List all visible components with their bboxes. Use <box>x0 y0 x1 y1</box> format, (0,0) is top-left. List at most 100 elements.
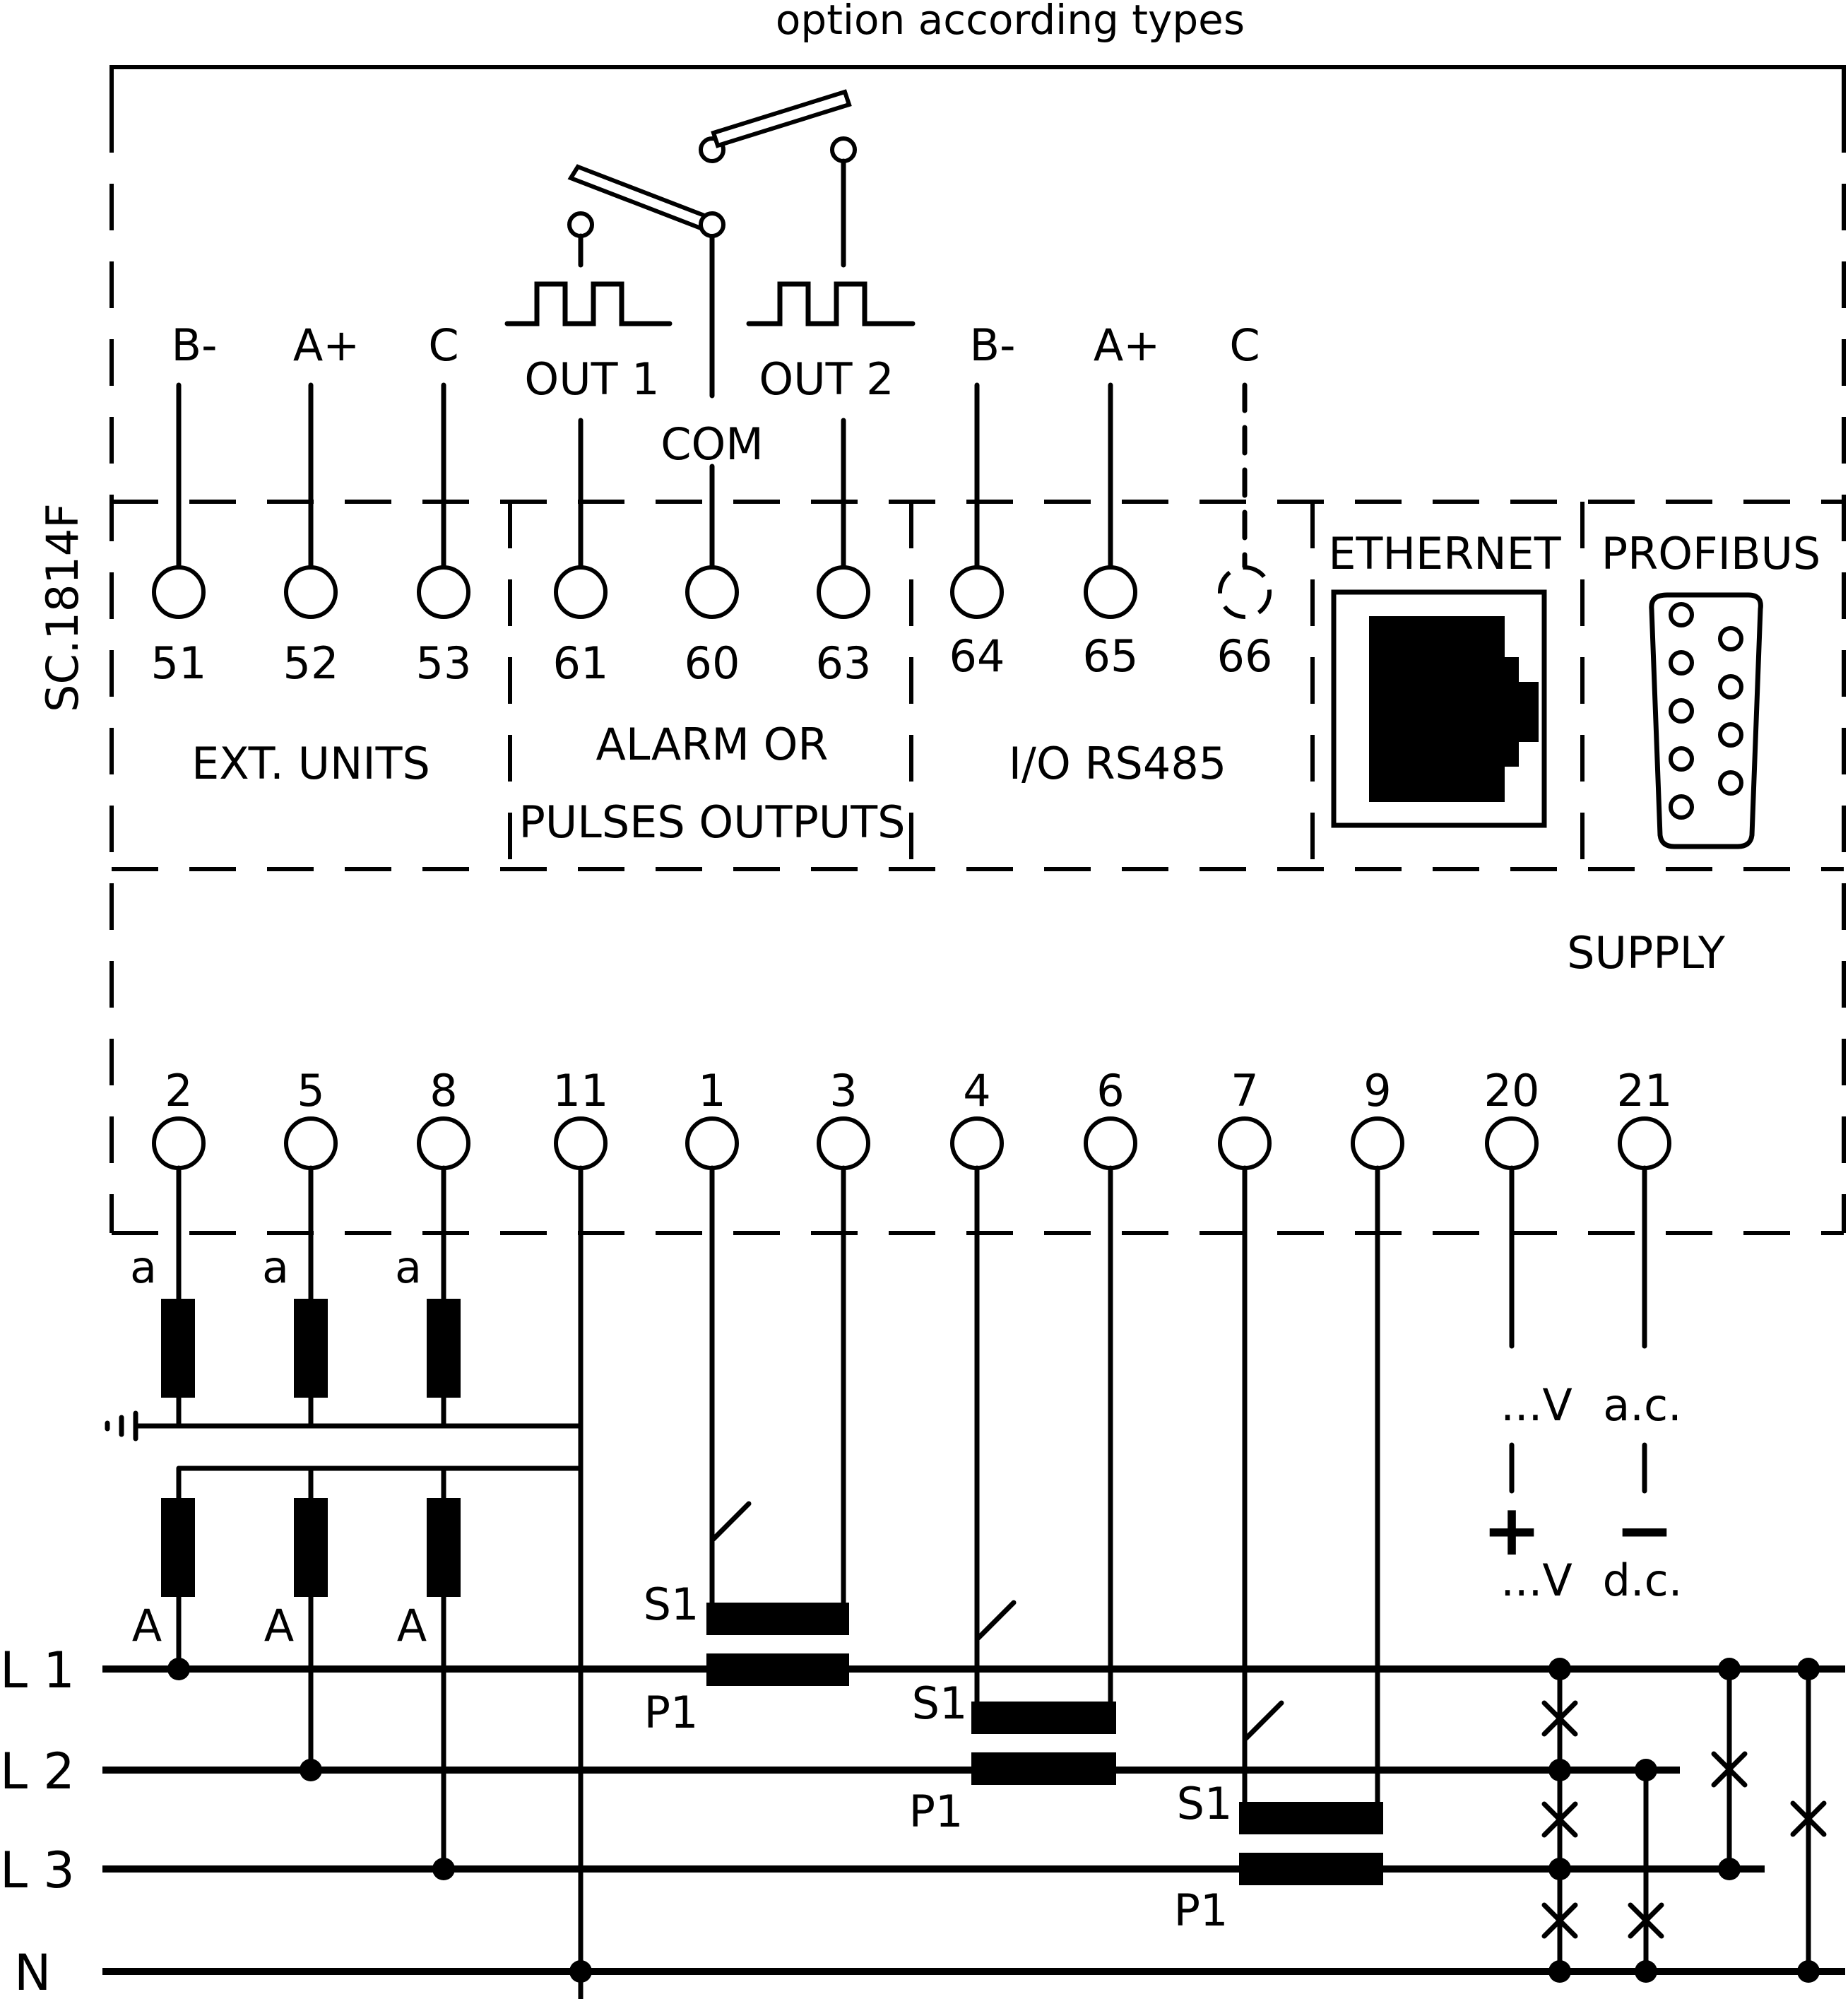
svg-text:A: A <box>397 1600 427 1651</box>
svg-text:A: A <box>264 1600 294 1651</box>
voltage-transformers <box>105 1165 584 1999</box>
terminal-64 <box>950 565 1004 619</box>
svg-text:63: 63 <box>816 637 872 689</box>
ethernet-port-icon <box>1331 589 1547 828</box>
svg-text:51: 51 <box>151 637 207 689</box>
svg-text:61: 61 <box>553 637 609 689</box>
supply-label: SUPPLY <box>1567 927 1725 979</box>
pulse-waveform-out2 <box>746 281 916 326</box>
svg-text:a: a <box>130 1242 157 1293</box>
supply-connection-options <box>1541 1658 1827 1983</box>
terminal-label-51: B- <box>172 319 218 371</box>
svg-text:20: 20 <box>1484 1065 1540 1116</box>
terminal-51 <box>152 565 206 619</box>
terminal-6 <box>1084 1116 1137 1170</box>
terminal-66 <box>1218 565 1272 619</box>
top-terminal-labels: B- A+ C OUT 1 COM OUT 2 B- A+ C <box>172 319 1260 470</box>
line-label-l3: L 3 <box>0 1841 75 1899</box>
terminal-label-60: COM <box>661 418 764 470</box>
svg-text:5: 5 <box>297 1065 324 1116</box>
svg-text:53: 53 <box>416 637 472 689</box>
terminal-4 <box>950 1116 1004 1170</box>
ext-units-label: EXT. UNITS <box>191 738 430 789</box>
svg-text:8: 8 <box>430 1065 457 1116</box>
minus-label: − <box>1615 1489 1674 1572</box>
current-transformers <box>706 1165 1383 1885</box>
line-labels: L 1 L 2 L 3 N <box>0 1641 75 1999</box>
bottom-terminal-numbers: 2 5 8 11 1 3 4 6 7 9 20 21 <box>165 1065 1672 1116</box>
relay-contacts <box>567 89 857 399</box>
svg-text:P1: P1 <box>644 1687 699 1738</box>
device-type-label: SC.1814F <box>37 503 88 712</box>
svg-text:a: a <box>395 1242 422 1293</box>
alarm-label-line1: ALARM OR <box>596 719 829 770</box>
terminal-label-63: OUT 2 <box>759 353 894 405</box>
supply-leads: ...V a.c. + − ...V d.c. <box>1482 1165 1683 1606</box>
svg-text:65: 65 <box>1083 630 1139 682</box>
terminal-label-66: C <box>1229 319 1260 371</box>
svg-text:S1: S1 <box>912 1677 968 1729</box>
terminal-11 <box>554 1116 608 1170</box>
terminal-label-53: C <box>428 319 458 371</box>
ct-labels: S1 P1 S1 P1 S1 P1 <box>644 1579 1233 1936</box>
svg-text:21: 21 <box>1617 1065 1673 1116</box>
dc-voltage-label: ...V <box>1500 1555 1572 1606</box>
svg-text:7: 7 <box>1231 1065 1258 1116</box>
ethernet-label: ETHERNET <box>1328 528 1561 579</box>
terminal-8 <box>417 1116 470 1170</box>
svg-text:P1: P1 <box>1174 1885 1228 1936</box>
device-outline <box>109 106 1846 1235</box>
svg-text:S1: S1 <box>1177 1778 1233 1829</box>
terminal-2 <box>152 1116 206 1170</box>
terminal-9 <box>1351 1116 1404 1170</box>
options-caption: option according types <box>776 0 1245 44</box>
svg-text:a: a <box>262 1242 289 1293</box>
svg-text:6: 6 <box>1096 1065 1124 1116</box>
terminal-21 <box>1618 1116 1671 1170</box>
svg-text:52: 52 <box>283 637 339 689</box>
rs485-label: I/O RS485 <box>1009 738 1226 789</box>
alarm-label-line2: PULSES OUTPUTS <box>519 796 906 848</box>
terminal-label-64: B- <box>970 319 1016 371</box>
svg-text:S1: S1 <box>644 1579 699 1630</box>
svg-text:4: 4 <box>963 1065 990 1116</box>
svg-text:11: 11 <box>553 1065 609 1116</box>
dc-label: d.c. <box>1603 1555 1683 1606</box>
terminal-61 <box>554 565 608 619</box>
terminal-label-52: A+ <box>293 319 360 371</box>
pulse-waveform-out1 <box>504 281 673 326</box>
svg-text:P1: P1 <box>909 1786 964 1837</box>
terminal-52 <box>284 565 338 619</box>
group-labels: EXT. UNITS ALARM OR PULSES OUTPUTS I/O R… <box>191 528 1820 979</box>
top-terminals <box>152 382 1272 619</box>
svg-text:9: 9 <box>1363 1065 1391 1116</box>
terminal-1 <box>685 1116 739 1170</box>
terminal-53 <box>417 565 470 619</box>
terminal-3 <box>817 1116 870 1170</box>
terminal-20 <box>1485 1116 1539 1170</box>
line-label-l2: L 2 <box>0 1743 75 1800</box>
terminal-60 <box>685 565 739 619</box>
bottom-terminals <box>152 1116 1671 1170</box>
terminal-label-65: A+ <box>1094 319 1160 371</box>
terminal-label-61: OUT 1 <box>524 353 659 405</box>
terminal-65 <box>1084 565 1137 619</box>
svg-text:1: 1 <box>698 1065 725 1116</box>
profibus-connector-icon <box>1649 592 1763 849</box>
ac-voltage-label: ...V <box>1500 1379 1572 1431</box>
top-terminal-numbers: 51 52 53 61 60 63 64 65 66 <box>151 630 1273 689</box>
plus-label: + <box>1482 1489 1541 1572</box>
profibus-label: PROFIBUS <box>1601 528 1820 579</box>
svg-text:66: 66 <box>1217 630 1273 682</box>
line-label-n: N <box>14 1944 51 1999</box>
svg-text:A: A <box>132 1600 162 1651</box>
svg-text:60: 60 <box>685 637 740 689</box>
svg-text:64: 64 <box>949 630 1005 682</box>
terminal-5 <box>284 1116 338 1170</box>
terminal-7 <box>1218 1116 1272 1170</box>
svg-text:3: 3 <box>829 1065 857 1116</box>
terminal-63 <box>817 565 870 619</box>
ac-label: a.c. <box>1603 1379 1682 1431</box>
options-bracket <box>109 65 1846 106</box>
